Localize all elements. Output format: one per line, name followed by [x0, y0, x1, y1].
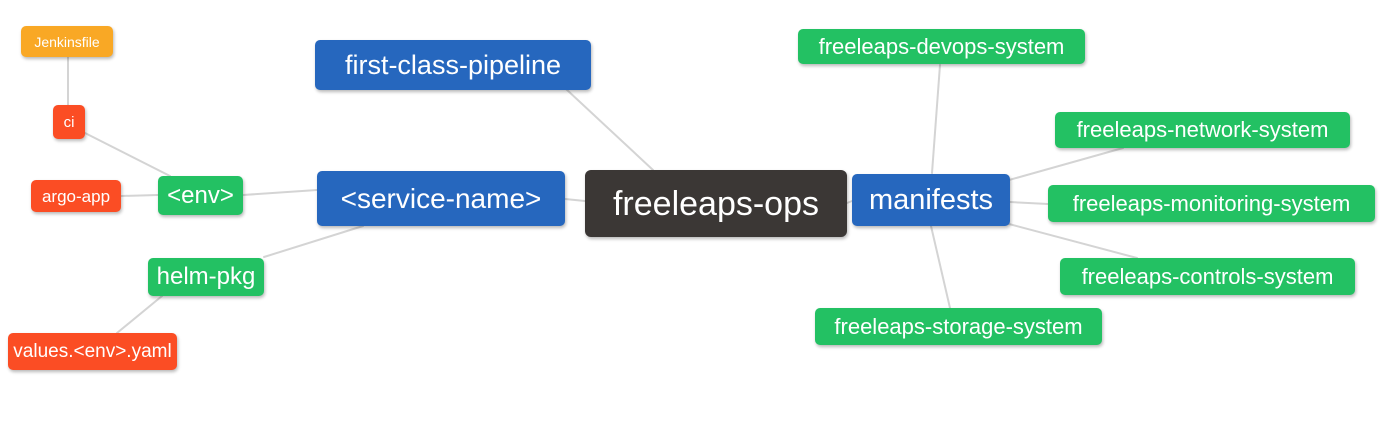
node-argo-app[interactable]: argo-app [31, 180, 121, 212]
node-jenkinsfile[interactable]: Jenkinsfile [21, 26, 113, 57]
edge-manifests-devops [931, 64, 941, 174]
edge-argo-app-env [120, 194, 159, 197]
edge-ci-env [84, 132, 171, 177]
node-ci[interactable]: ci [53, 105, 85, 139]
node-values-env-yaml[interactable]: values.<env>.yaml [8, 333, 177, 370]
edge-manifests-network [1008, 147, 1124, 181]
node-service-name[interactable]: <service-name> [317, 171, 565, 226]
node-helm-pkg[interactable]: helm-pkg [148, 258, 264, 296]
node-freeleaps-monitoring-system[interactable]: freeleaps-monitoring-system [1048, 185, 1375, 222]
edge-ops-manifests [846, 200, 853, 204]
node-freeleaps-storage-system[interactable]: freeleaps-storage-system [815, 308, 1102, 345]
node-freeleaps-devops-system[interactable]: freeleaps-devops-system [798, 29, 1085, 64]
edge-values-helm-pkg [116, 295, 163, 334]
node-freeleaps-network-system[interactable]: freeleaps-network-system [1055, 112, 1350, 148]
edge-service-name-ops [564, 198, 586, 202]
edge-env-service-name [242, 189, 318, 196]
node-freeleaps-controls-system[interactable]: freeleaps-controls-system [1060, 258, 1355, 295]
node-env[interactable]: <env> [158, 176, 243, 215]
node-first-class-pipeline[interactable]: first-class-pipeline [315, 40, 591, 90]
edge-service-name-helm-pkg [263, 225, 364, 258]
edge-manifests-storage [930, 225, 951, 309]
node-manifests[interactable]: manifests [852, 174, 1010, 226]
edge-manifests-controls [1008, 223, 1138, 259]
edge-manifests-monitoring [1009, 201, 1049, 205]
edge-pipeline-ops [565, 88, 654, 171]
node-freeleaps-ops-root[interactable]: freeleaps-ops [585, 170, 847, 237]
